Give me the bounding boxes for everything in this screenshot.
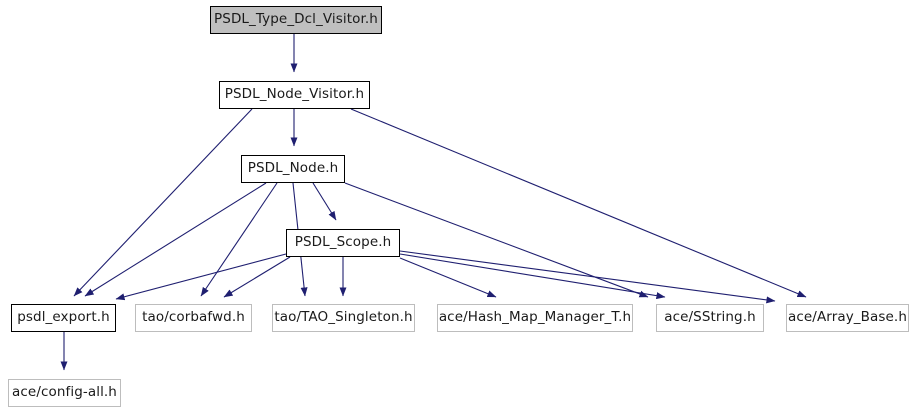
edge-psdl_scope-to-array_base <box>399 250 776 304</box>
edge-psdl_node-to-psdl_scope <box>312 182 337 221</box>
node-label-psdl_node: PSDL_Node.h <box>247 160 339 177</box>
node-label-corbafwd: tao/corbafwd.h <box>142 309 245 326</box>
edge-psdl_scope-to-hash_map <box>399 257 497 298</box>
node-array_base[interactable]: ace/Array_Base.h <box>786 304 909 332</box>
edge-node_visitor-to-psdl_export <box>73 108 253 297</box>
node-label-config_all: ace/config-all.h <box>12 384 117 401</box>
node-hash_map[interactable]: ace/Hash_Map_Manager_T.h <box>437 304 633 332</box>
node-label-hash_map: ace/Hash_Map_Manager_T.h <box>438 309 632 326</box>
node-label-sstring: ace/SString.h <box>664 309 756 326</box>
node-label-array_base: ace/Array_Base.h <box>788 309 907 326</box>
node-label-type_dcl_visitor: PSDL_Type_Dcl_Visitor.h <box>214 11 378 28</box>
edge-psdl_node-to-psdl_export <box>84 182 267 297</box>
edge-psdl_node-to-corbafwd <box>200 182 278 297</box>
node-label-node_visitor: PSDL_Node_Visitor.h <box>224 86 365 103</box>
node-psdl_export[interactable]: psdl_export.h <box>11 304 116 332</box>
edge-node_visitor-to-array_base <box>350 108 807 298</box>
node-node_visitor[interactable]: PSDL_Node_Visitor.h <box>219 81 370 109</box>
node-label-psdl_scope: PSDL_Scope.h <box>294 234 392 251</box>
node-psdl_scope[interactable]: PSDL_Scope.h <box>286 229 400 257</box>
node-tao_singleton[interactable]: tao/TAO_Singleton.h <box>272 304 415 332</box>
node-sstring[interactable]: ace/SString.h <box>656 304 764 332</box>
node-corbafwd[interactable]: tao/corbafwd.h <box>135 304 252 332</box>
edge-psdl_scope-to-corbafwd <box>223 256 291 298</box>
node-type_dcl_visitor[interactable]: PSDL_Type_Dcl_Visitor.h <box>210 6 382 34</box>
edge-psdl_scope-to-sstring <box>399 253 666 300</box>
node-psdl_node[interactable]: PSDL_Node.h <box>241 155 345 183</box>
node-config_all[interactable]: ace/config-all.h <box>8 379 121 407</box>
node-label-psdl_export: psdl_export.h <box>17 309 110 326</box>
edge-psdl_scope-to-psdl_export <box>115 253 287 301</box>
node-label-tao_singleton: tao/TAO_Singleton.h <box>274 309 413 326</box>
